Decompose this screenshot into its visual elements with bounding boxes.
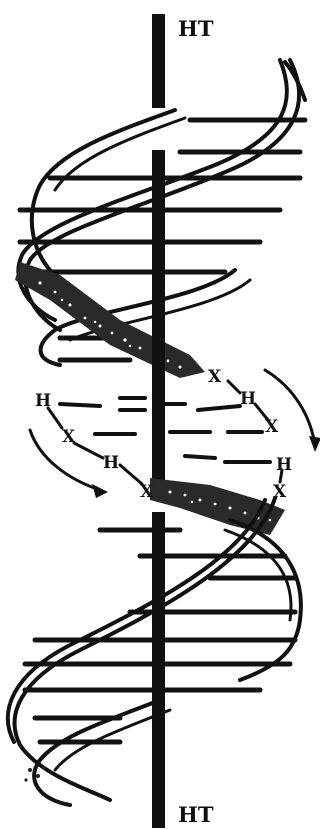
h-label: H bbox=[240, 389, 256, 409]
axis-segment bbox=[152, 150, 165, 380]
x-label: X bbox=[265, 417, 279, 437]
axis-label-top: HT bbox=[178, 16, 214, 41]
axis-segment bbox=[152, 14, 165, 108]
h-label: H bbox=[103, 453, 119, 473]
x-label: X bbox=[140, 482, 154, 502]
central-axis bbox=[152, 14, 165, 828]
left-arrowhead bbox=[92, 484, 108, 498]
x-label: X bbox=[62, 427, 76, 447]
right-arrowhead bbox=[309, 436, 320, 452]
axis-label-bottom: HT bbox=[178, 802, 214, 827]
axis-segment bbox=[152, 620, 165, 828]
h-label: H bbox=[35, 391, 51, 411]
lower-textured-band bbox=[150, 478, 285, 535]
x-label: X bbox=[273, 482, 287, 502]
axis-segment bbox=[152, 380, 165, 490]
x-label: X bbox=[208, 367, 222, 387]
h-label: H bbox=[276, 455, 292, 475]
